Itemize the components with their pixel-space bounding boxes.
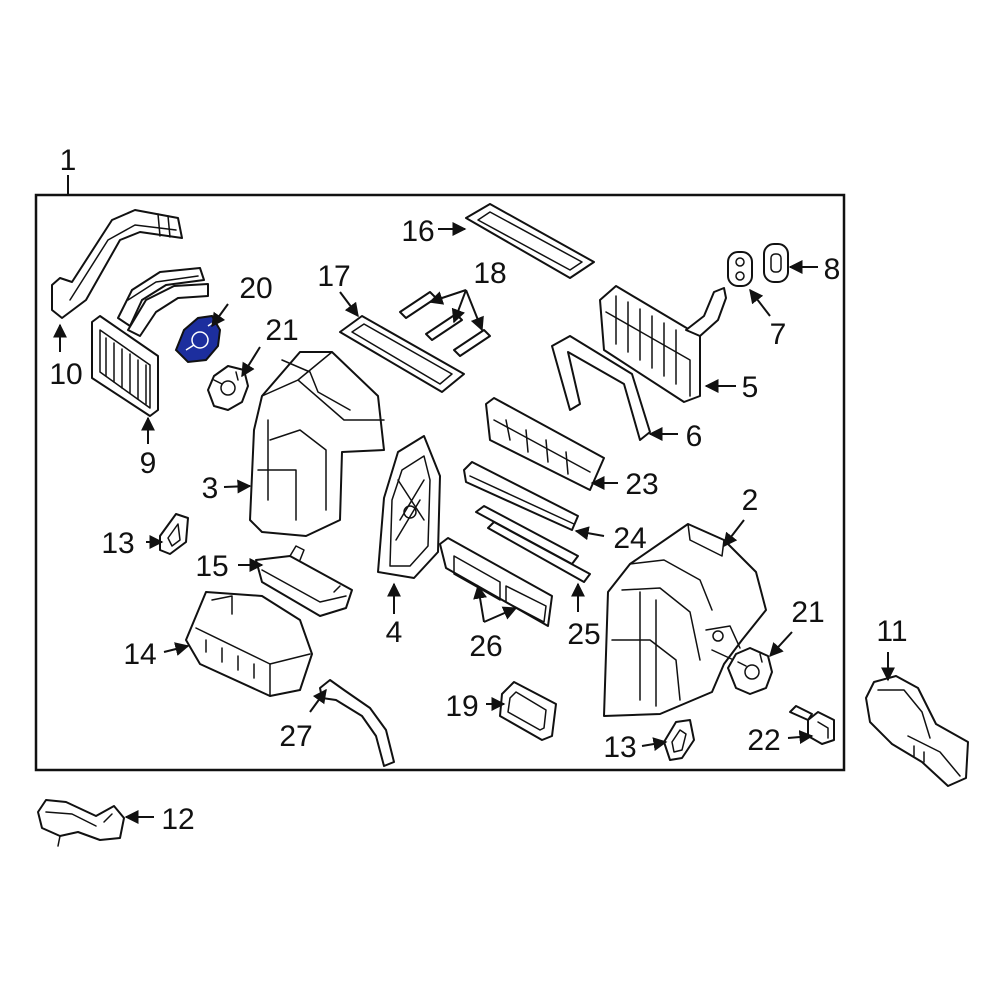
callout-14: 14: [123, 638, 156, 671]
part-5-evaporator[interactable]: [599, 285, 727, 403]
callout-5: 5: [742, 371, 759, 404]
part-11-duct[interactable]: [865, 675, 969, 787]
callout-25: 25: [567, 618, 600, 651]
callout-7: 7: [770, 318, 787, 351]
part-14-lower-case[interactable]: [185, 591, 313, 697]
callout-1: 1: [60, 144, 77, 177]
callout-27: 27: [279, 720, 312, 753]
callout-3: 3: [202, 472, 219, 505]
part-24-damper[interactable]: [463, 461, 579, 565]
assembly-frame: [34, 193, 846, 772]
leader-lines: [53, 222, 895, 824]
callout-20: 20: [239, 272, 272, 305]
part-16-filter[interactable]: [465, 203, 595, 279]
part-21-actuator-right[interactable]: [727, 647, 773, 695]
part-6-seal[interactable]: [551, 335, 651, 441]
callout-21-right: 21: [791, 596, 824, 629]
callout-24: 24: [613, 522, 646, 555]
part-7-grommet[interactable]: [727, 251, 753, 287]
callout-2: 2: [742, 484, 759, 517]
callout-13-right: 13: [603, 731, 636, 764]
part-19-gasket[interactable]: [499, 681, 557, 741]
part-22-sensor[interactable]: [789, 705, 835, 745]
part-4-door-panel[interactable]: [377, 435, 441, 579]
part-25-damper[interactable]: [487, 521, 591, 583]
callout-4: 4: [386, 616, 403, 649]
callout-16: 16: [401, 215, 434, 248]
callout-8: 8: [824, 253, 841, 286]
callout-6: 6: [686, 420, 703, 453]
callout-12: 12: [161, 803, 194, 836]
part-3-case-half[interactable]: [249, 351, 385, 537]
part-21-actuator-left[interactable]: [207, 365, 249, 411]
callout-21-left: 21: [265, 314, 298, 347]
part-26-damper-doors[interactable]: [439, 537, 553, 627]
callout-17: 17: [317, 260, 350, 293]
part-17-filter[interactable]: [339, 315, 465, 393]
part-27-drain-hose[interactable]: [319, 679, 395, 767]
part-10-heater-pipes[interactable]: [51, 209, 183, 319]
part-13-grommet-right[interactable]: [663, 719, 695, 761]
part-9-heater-core[interactable]: [91, 267, 209, 417]
callout-26: 26: [469, 630, 502, 663]
part-13-grommet-left[interactable]: [159, 513, 189, 555]
callout-19: 19: [445, 690, 478, 723]
callout-9: 9: [140, 447, 157, 480]
callout-10: 10: [49, 358, 82, 391]
callout-labels: 1 2 3 4 5 6 7 8 9 10 11 12 13 13 14 15 1…: [49, 144, 907, 836]
callout-15: 15: [195, 550, 228, 583]
callout-18: 18: [473, 257, 506, 290]
callout-23: 23: [625, 468, 658, 501]
part-2-case-half[interactable]: [603, 523, 767, 717]
part-8-grommet[interactable]: [763, 243, 789, 283]
callout-11: 11: [876, 615, 907, 648]
callout-13-left: 13: [101, 527, 134, 560]
callout-22: 22: [747, 724, 780, 757]
part-23-damper[interactable]: [485, 397, 605, 491]
part-12-duct[interactable]: [37, 799, 125, 847]
part-15-bracket[interactable]: [255, 545, 353, 617]
